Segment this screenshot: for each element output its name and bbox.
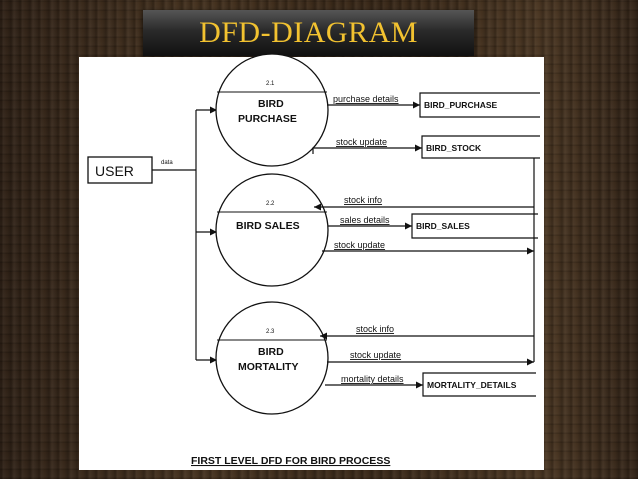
diagram-caption: FIRST LEVEL DFD FOR BIRD PROCESS: [191, 455, 390, 467]
flow-mortality-details-label: mortality details: [341, 374, 404, 384]
store-bird-purchase-label: BIRD_PURCHASE: [424, 100, 498, 110]
store-bird-stock-label: BIRD_STOCK: [426, 143, 482, 153]
flow-stock-update-3-label: stock update: [350, 350, 401, 360]
slide-title: DFD-DIAGRAM: [199, 16, 418, 49]
flow-stock-info-2-label: stock info: [356, 324, 394, 334]
store-bird-stock: [421, 135, 540, 159]
process-2-2-circle: [215, 173, 329, 287]
process-2-2-number: 2.2: [266, 201, 275, 207]
process-2-1-number: 2.1: [266, 81, 275, 87]
process-2-3-label-line1: BIRD: [258, 346, 284, 358]
process-2-3-label-line2: MORTALITY: [238, 361, 298, 373]
flow-purchase-details-label: purchase details: [333, 94, 399, 104]
user-entity-label: USER: [95, 163, 134, 179]
flow-sales-details-label: sales details: [340, 215, 390, 225]
store-mortality-details-label: MORTALITY_DETAILS: [427, 380, 517, 390]
flow-stock-update-2-label: stock update: [334, 240, 385, 250]
process-2-1-label-line1: BIRD: [258, 98, 284, 110]
store-bird-sales-label: BIRD_SALES: [416, 221, 470, 231]
process-2-3-number: 2.3: [266, 329, 275, 335]
user-data-flow-label: data: [161, 160, 173, 166]
process-2-2-label-line1: BIRD SALES: [236, 220, 300, 232]
process-2-1-label-line2: PURCHASE: [238, 113, 297, 125]
slide-title-bar: DFD-DIAGRAM: [143, 10, 474, 56]
flow-stock-update-1-label: stock update: [336, 137, 387, 147]
process-2-3-circle: [215, 301, 329, 415]
flow-stock-info-1-label: stock info: [344, 195, 382, 205]
flow-stock-update-1: [312, 144, 422, 154]
process-2-1-circle: [215, 53, 329, 167]
